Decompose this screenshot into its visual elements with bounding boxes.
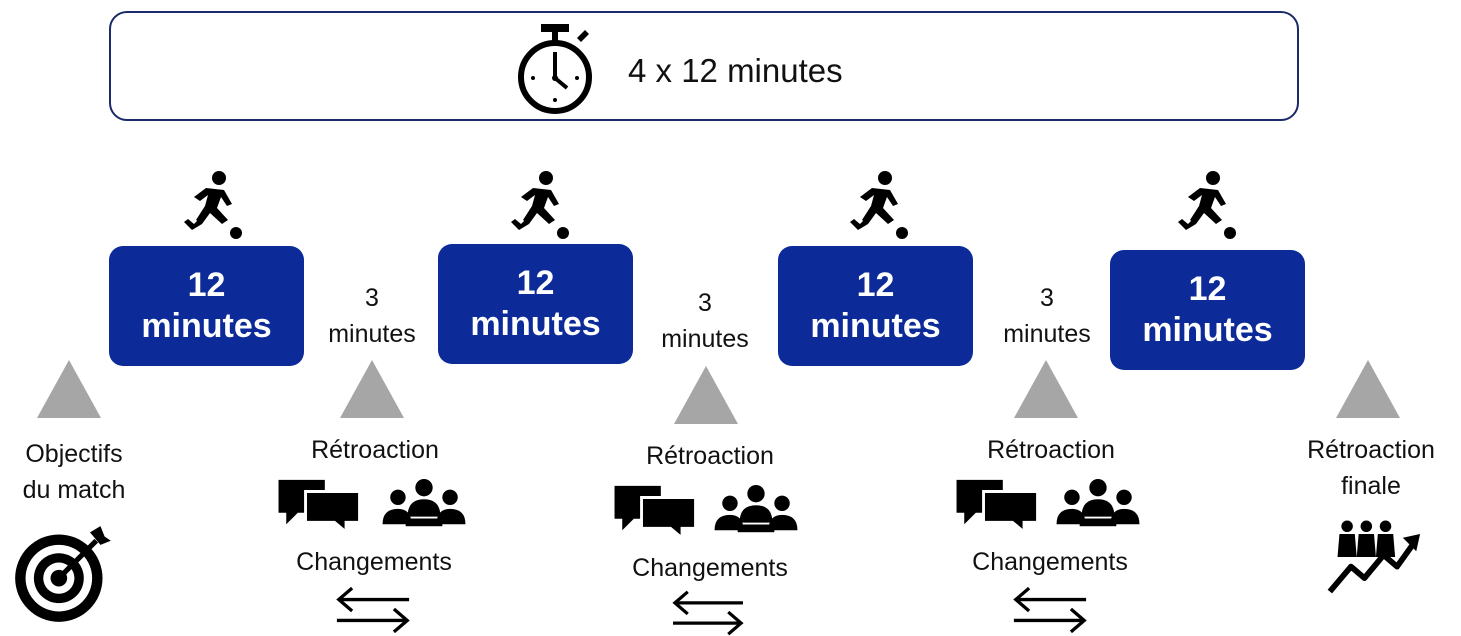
milestone-marker: [37, 360, 101, 418]
period-number: 12: [516, 264, 555, 303]
period-number: 12: [856, 266, 895, 305]
growth-team-icon: [1326, 518, 1422, 596]
chat-bubbles-icon: [276, 478, 364, 532]
feedback-title: Rétroaction: [311, 436, 439, 464]
break-unit: minutes: [328, 320, 416, 349]
match-objectives-label: Objectifs du match: [4, 436, 144, 509]
break-unit: minutes: [1003, 320, 1091, 349]
period-block: 12 minutes: [109, 246, 304, 366]
milestone-marker: [340, 360, 404, 418]
milestone-marker: [1336, 360, 1400, 418]
period-block: 12 minutes: [1110, 250, 1305, 370]
changes-label: Changements: [972, 548, 1128, 576]
period-unit: minutes: [1142, 311, 1273, 349]
label-line: Rétroaction: [1307, 436, 1435, 464]
period-unit: minutes: [141, 307, 272, 345]
soccer-player-icon: [838, 170, 916, 242]
break-number: 3: [1040, 284, 1054, 312]
soccer-player-icon: [1166, 170, 1244, 242]
target-icon: [10, 522, 116, 626]
final-feedback-label: Rétroaction finale: [1295, 432, 1447, 505]
break-number: 3: [365, 284, 379, 312]
period-block: 12 minutes: [438, 244, 633, 364]
team-icon: [380, 478, 468, 532]
team-icon: [712, 484, 800, 538]
period-number: 12: [1188, 270, 1227, 309]
soccer-player-icon: [499, 170, 577, 242]
period-unit: minutes: [810, 307, 941, 345]
feedback-title: Rétroaction: [987, 436, 1115, 464]
label-line: finale: [1341, 472, 1401, 501]
period-number: 12: [187, 266, 226, 305]
break-duration: 3 minutes: [987, 280, 1107, 353]
break-duration: 3 minutes: [312, 280, 432, 353]
milestone-marker: [1014, 360, 1078, 418]
duration-box: [109, 11, 1299, 121]
label-line: du match: [22, 476, 126, 505]
milestone-marker: [674, 366, 738, 424]
break-duration: 3 minutes: [645, 285, 765, 358]
period-block: 12 minutes: [778, 246, 973, 366]
swap-arrows-icon: [1012, 586, 1088, 634]
label-line: Objectifs: [25, 440, 123, 468]
break-number: 3: [698, 289, 712, 317]
duration-text: 4 x 12 minutes: [628, 52, 843, 89]
changes-label: Changements: [296, 548, 452, 576]
chat-bubbles-icon: [954, 478, 1042, 532]
feedback-title: Rétroaction: [646, 442, 774, 470]
stopwatch-icon: [518, 24, 592, 114]
changes-label: Changements: [632, 554, 788, 582]
swap-arrows-icon: [335, 586, 411, 634]
swap-arrows-icon: [670, 590, 746, 636]
break-unit: minutes: [661, 325, 749, 354]
soccer-player-icon: [172, 170, 250, 242]
period-unit: minutes: [470, 305, 601, 343]
chat-bubbles-icon: [612, 484, 700, 538]
team-icon: [1054, 478, 1142, 532]
